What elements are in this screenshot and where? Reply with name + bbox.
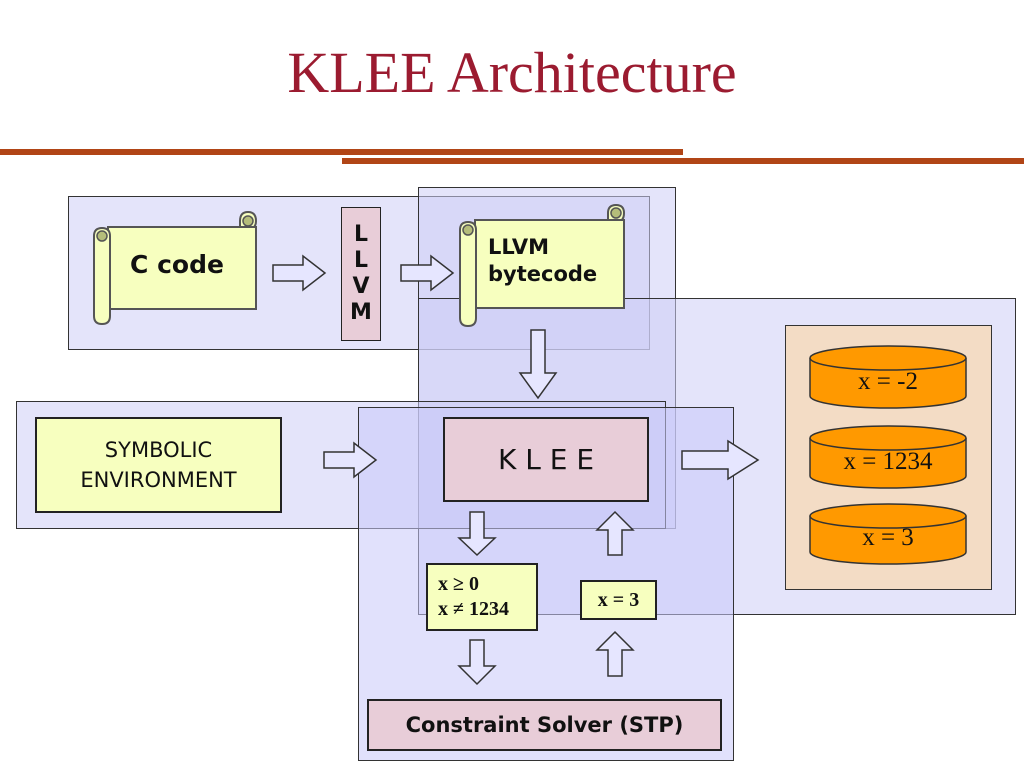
llvm-compiler-box: L L V M (341, 207, 381, 341)
title-rule-lower (342, 158, 1024, 164)
llvm-letter: L (353, 222, 369, 247)
test-case-value: x = -2 (858, 368, 918, 395)
symbolic-environment-line: ENVIRONMENT (80, 468, 237, 492)
arrow-up-icon (595, 510, 635, 556)
arrow-right-icon (272, 255, 326, 291)
constraint-line: x ≥ 0 (438, 573, 479, 595)
arrow-right-icon (681, 439, 760, 481)
constraint-solver-label: Constraint Solver (STP) (405, 713, 684, 737)
constraint-line: x ≠ 1234 (438, 598, 509, 620)
database-cylinder-icon (809, 503, 967, 565)
llvm-bytecode-label: LLVM bytecode (488, 234, 597, 288)
llvm-bytecode-label-line: LLVM (488, 235, 550, 259)
test-case-value: x = 3 (862, 524, 914, 551)
page-title: KLEE Architecture (287, 40, 737, 105)
database-cylinder-icon (809, 425, 967, 489)
arrow-up-icon (595, 630, 635, 677)
constraint-solver-box: Constraint Solver (STP) (367, 699, 722, 751)
c-code-label: C code (130, 250, 224, 279)
arrow-right-icon (400, 255, 454, 291)
database-cylinder-icon (809, 345, 967, 409)
symbolic-environment-line: SYMBOLIC (104, 438, 213, 462)
llvm-bytecode-scroll-icon (459, 203, 626, 328)
solver-solution-label: x = 3 (597, 588, 640, 611)
arrow-right-icon (323, 442, 377, 478)
llvm-letter: V (352, 274, 370, 299)
symbolic-environment-box: SYMBOLIC ENVIRONMENT (35, 417, 282, 513)
llvm-bytecode-label-line: bytecode (488, 262, 598, 286)
llvm-letter: L (353, 248, 369, 273)
arrow-down-icon (518, 329, 558, 400)
c-code-scroll-icon (93, 210, 258, 326)
llvm-letter: M (350, 300, 372, 325)
title-rule-upper (0, 149, 683, 155)
arrow-down-icon (457, 511, 497, 557)
path-constraints-box: x ≥ 0 x ≠ 1234 (426, 563, 538, 631)
test-case-value: x = 1234 (843, 448, 933, 475)
klee-engine-label: K L E E (497, 443, 595, 476)
solver-solution-box: x = 3 (580, 580, 657, 620)
arrow-down-icon (457, 639, 497, 686)
klee-engine-box: K L E E (443, 417, 649, 502)
